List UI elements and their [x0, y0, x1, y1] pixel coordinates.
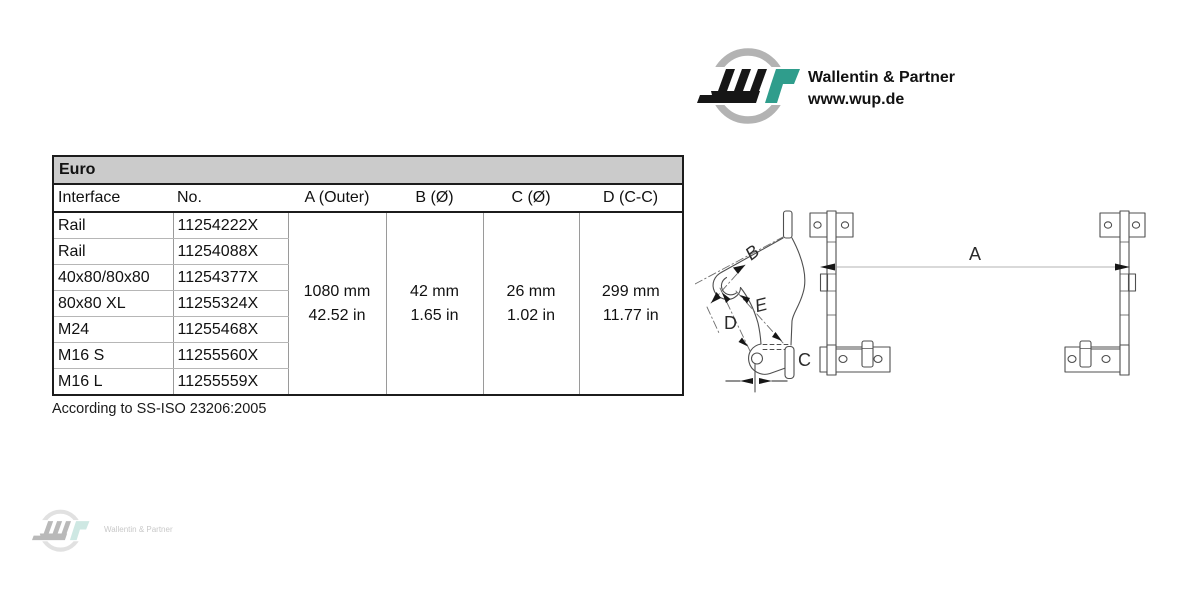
- col-header-c: C (Ø): [483, 184, 579, 213]
- table-row: 40x80/80x80 11254377X: [53, 264, 683, 291]
- table-row: M24 11255468X: [53, 316, 683, 343]
- front-bar-right: [1064, 210, 1146, 376]
- table-header-row: Interface No. A (Outer) B (Ø) C (Ø) D (C…: [53, 184, 684, 213]
- table-row: 80x80 XL 11255324X: [53, 290, 683, 317]
- part-number-cell: 11254088X: [173, 238, 289, 265]
- interface-cell: Rail: [53, 212, 174, 239]
- measurement-a-outer: 1080 mm 42.52 in: [288, 212, 387, 395]
- table-row: Rail 11254222X 1080 mm 42.52 in 42 mm 1.…: [53, 212, 684, 395]
- c-mm: 26 mm: [506, 283, 556, 301]
- d-mm: 299 mm: [601, 283, 660, 301]
- part-number-cell: 11255560X: [173, 342, 289, 369]
- part-number-cell: 11255324X: [173, 290, 289, 317]
- interface-cell: M16 S: [53, 342, 174, 369]
- interface-cell: Rail: [53, 238, 174, 265]
- wup-logo-icon: [690, 48, 808, 124]
- col-header-no: No.: [173, 184, 288, 213]
- watermark-logo: Wallentin & Partner: [28, 505, 288, 560]
- part-number-cell: 11255468X: [173, 316, 289, 343]
- spec-table-container: Euro Interface No. A (Outer) B (Ø) C (Ø)…: [52, 155, 685, 396]
- a-outer-in: 42.52 in: [308, 306, 366, 324]
- spec-table: Euro Interface No. A (Outer) B (Ø) C (Ø)…: [52, 155, 685, 396]
- logo-website: www.wup.de: [808, 91, 905, 108]
- interface-cell: M16 L: [53, 368, 174, 395]
- front-bar-left: [809, 210, 891, 376]
- col-header-d: D (C-C): [579, 184, 684, 213]
- dim-label-e: E: [753, 294, 770, 317]
- profile-top-pin: [782, 210, 793, 239]
- measurement-d: 299 mm 11.77 in: [579, 212, 684, 395]
- dim-label-c: C: [798, 350, 811, 370]
- c-in: 1.02 in: [506, 306, 556, 324]
- part-number-cell: 11255559X: [173, 368, 289, 395]
- dim-label-b: B: [741, 241, 763, 264]
- dim-label-a: A: [969, 244, 981, 264]
- b-mm: 42 mm: [410, 283, 459, 301]
- interface-cell: M24: [53, 316, 174, 343]
- d-in: 11.77 in: [602, 306, 659, 324]
- table-row: Rail 11254088X: [53, 238, 683, 265]
- interface-cell: 40x80/80x80: [53, 264, 174, 291]
- standard-footnote: According to SS-ISO 23206:2005: [52, 401, 267, 417]
- company-logo: Wallentin & Partner www.wup.de: [690, 40, 1110, 135]
- measurement-c: 26 mm 1.02 in: [483, 212, 580, 395]
- part-number-cell: 11254377X: [173, 264, 289, 291]
- col-header-a-outer: A (Outer): [288, 184, 386, 213]
- measurement-b: 42 mm 1.65 in: [386, 212, 484, 395]
- logo-company-name: Wallentin & Partner: [808, 69, 955, 86]
- wup-watermark-icon: [28, 509, 94, 552]
- dim-label-d: D: [724, 313, 737, 333]
- interface-cell: 80x80 XL: [53, 290, 174, 317]
- a-outer-mm: 1080 mm: [303, 283, 371, 301]
- col-header-interface: Interface: [53, 184, 173, 213]
- col-header-b: B (Ø): [386, 184, 483, 213]
- table-row: M16 S 11255560X: [53, 342, 683, 369]
- part-number-cell: 11254222X: [173, 212, 289, 239]
- technical-drawing: B E D C A: [695, 210, 1146, 393]
- b-in: 1.65 in: [410, 306, 459, 324]
- table-title-row: Euro: [53, 156, 684, 185]
- watermark-company-name: Wallentin & Partner: [104, 525, 173, 534]
- table-title: Euro: [53, 156, 684, 185]
- table-row: M16 L 11255559X: [53, 368, 683, 395]
